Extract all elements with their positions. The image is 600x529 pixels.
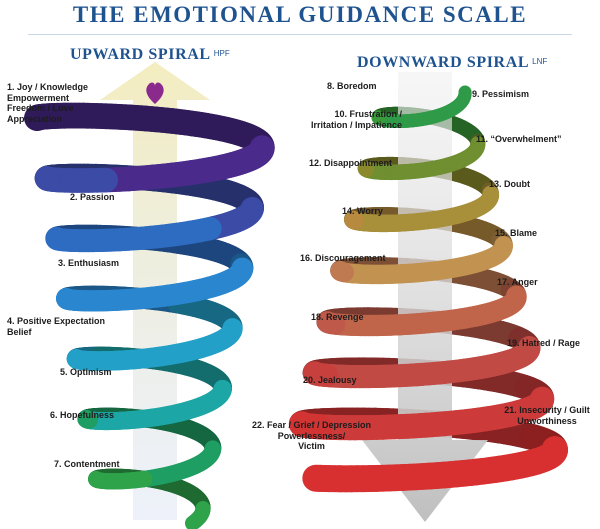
upward-label-1: 1. Joy / Knowledge Empowerment Freedom /… (7, 82, 89, 124)
heart-icon (146, 82, 164, 104)
upward-band-segment (184, 514, 202, 529)
downward-label-11: 11. “Overwhelment” (476, 134, 562, 144)
downward-label-19: 19. Hatred / Rage (507, 338, 581, 348)
downward-label-17: 17. Anger (497, 277, 538, 287)
title-divider (28, 34, 572, 35)
downward-label-8: 8. Boredom (327, 81, 377, 91)
downward-spiral-title: DOWNWARD SPIRAL (357, 54, 530, 71)
downward-label-21: 21. Insecurity / Guilt Unworthiness (504, 405, 590, 426)
downward-spiral-tag: LNF (532, 57, 548, 66)
downward-arrow (362, 72, 488, 522)
downward-label-18: 18. Revenge (311, 312, 364, 322)
page-title: THE EMOTIONAL GUIDANCE SCALE (72, 2, 528, 27)
upward-label-7: 7. Contentment (54, 459, 120, 469)
upward-label-2: 2. Passion (70, 192, 115, 202)
downward-label-16: 16. Discouragement (300, 253, 386, 263)
upward-spiral-tag: HPF (213, 49, 230, 58)
downward-label-15: 15. Blame (495, 228, 538, 238)
downward-label-12: 12. Disappointment (309, 158, 393, 168)
upward-spiral (24, 62, 275, 529)
upward-label-6: 6. Hopefulness (50, 410, 115, 420)
downward-label-14: 14. Worry (342, 206, 383, 216)
downward-spiral (288, 72, 569, 522)
downward-label-13: 13. Doubt (489, 179, 531, 189)
downward-label-10: 10. Frustration / Irritation / Impatienc… (310, 109, 402, 130)
upward-spiral-title: UPWARD SPIRAL (70, 46, 211, 63)
downward-label-9: 9. Pessimism (472, 89, 530, 99)
downward-label-20: 20. Jealousy (303, 375, 357, 385)
upward-label-4: 4. Positive Expectation Belief (7, 316, 106, 337)
upward-label-5: 5. Optimism (60, 367, 112, 377)
downward-label-22: 22. Fear / Grief / Depression Powerlessn… (251, 420, 372, 451)
upward-label-3: 3. Enthusiasm (58, 258, 120, 268)
